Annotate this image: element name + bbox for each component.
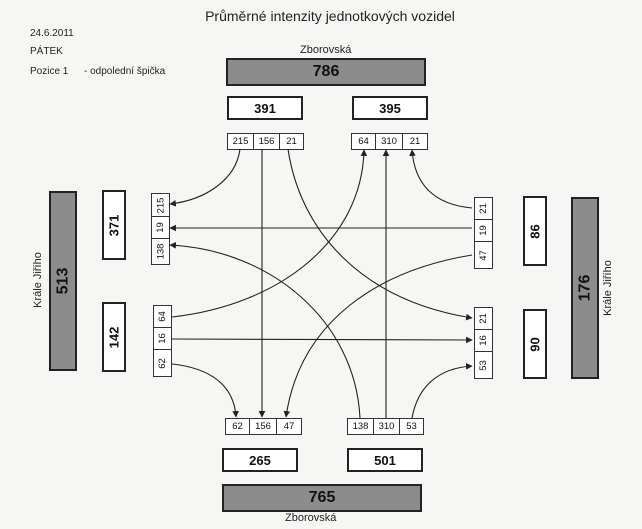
lane-cell: 19 (475, 220, 492, 242)
south-entry-lanes: 138 310 53 (347, 418, 424, 435)
lane-cell: 53 (406, 421, 417, 432)
total-south-bar: 765 (222, 484, 422, 512)
lane-cell: 156 (254, 134, 280, 149)
lane-cell: 16 (475, 330, 492, 352)
total-north-bar: 786 (226, 58, 426, 86)
lane-cell: 310 (376, 134, 403, 149)
south-out-box: 501 (347, 448, 423, 472)
east-out-box: 86 (523, 196, 547, 266)
west-out-box: 142 (102, 302, 126, 372)
south-in-box: 265 (222, 448, 298, 472)
east-exit-lanes: 21 16 53 (474, 307, 493, 379)
diagram-title: Průměrné intenzity jednotkových vozidel (205, 8, 455, 24)
street-north-label: Zborovská (300, 44, 352, 56)
south-exit-lanes: 62 156 47 (225, 418, 302, 435)
west-entry-lanes: 64 16 62 (153, 305, 172, 377)
lane-cell: 21 (409, 136, 421, 147)
north-in-box: 395 (352, 96, 428, 120)
north-out-box: 391 (227, 96, 303, 120)
lane-cell: 138 (348, 419, 374, 434)
lane-cell: 64 (154, 306, 171, 328)
east-in-box: 90 (523, 309, 547, 379)
lane-cell: 156 (250, 419, 277, 434)
date-label: 24.6.2011 (30, 28, 74, 39)
north-entry-lanes: 215 156 21 (227, 133, 304, 150)
flow-south-to-west (169, 242, 361, 419)
flow-west-to-north (171, 149, 368, 318)
east-entry-lanes: 21 19 47 (474, 197, 493, 269)
position-label: Pozice 1 (30, 66, 69, 77)
flow-east-to-north (409, 149, 473, 209)
lane-cell: 21 (475, 198, 492, 220)
lane-cell: 215 (228, 134, 254, 149)
lane-cell: 21 (475, 308, 492, 330)
flow-east-to-south (283, 254, 473, 418)
street-south-label: Zborovská (285, 512, 337, 524)
lane-cell: 47 (283, 421, 295, 432)
total-west-bar: 513 (49, 191, 77, 371)
lane-cell: 64 (352, 134, 376, 149)
total-east-bar: 176 (571, 197, 599, 379)
lane-cell: 310 (374, 419, 400, 434)
lane-cell: 19 (152, 217, 169, 239)
west-in-box: 371 (102, 190, 126, 260)
lane-cell: 215 (152, 194, 169, 217)
flow-west-to-south (171, 363, 239, 418)
day-label: PÁTEK (30, 46, 63, 57)
period-label: - odpolední špička (84, 66, 166, 77)
flow-north-to-west (169, 148, 241, 207)
flow-north-to-east (287, 148, 473, 321)
flow-south-to-east (411, 363, 473, 419)
north-exit-lanes: 64 310 21 (351, 133, 428, 150)
lane-cell: 16 (154, 328, 171, 350)
lane-cell: 21 (286, 136, 297, 147)
flow-west-through (171, 336, 473, 344)
lane-cell: 62 (226, 419, 250, 434)
